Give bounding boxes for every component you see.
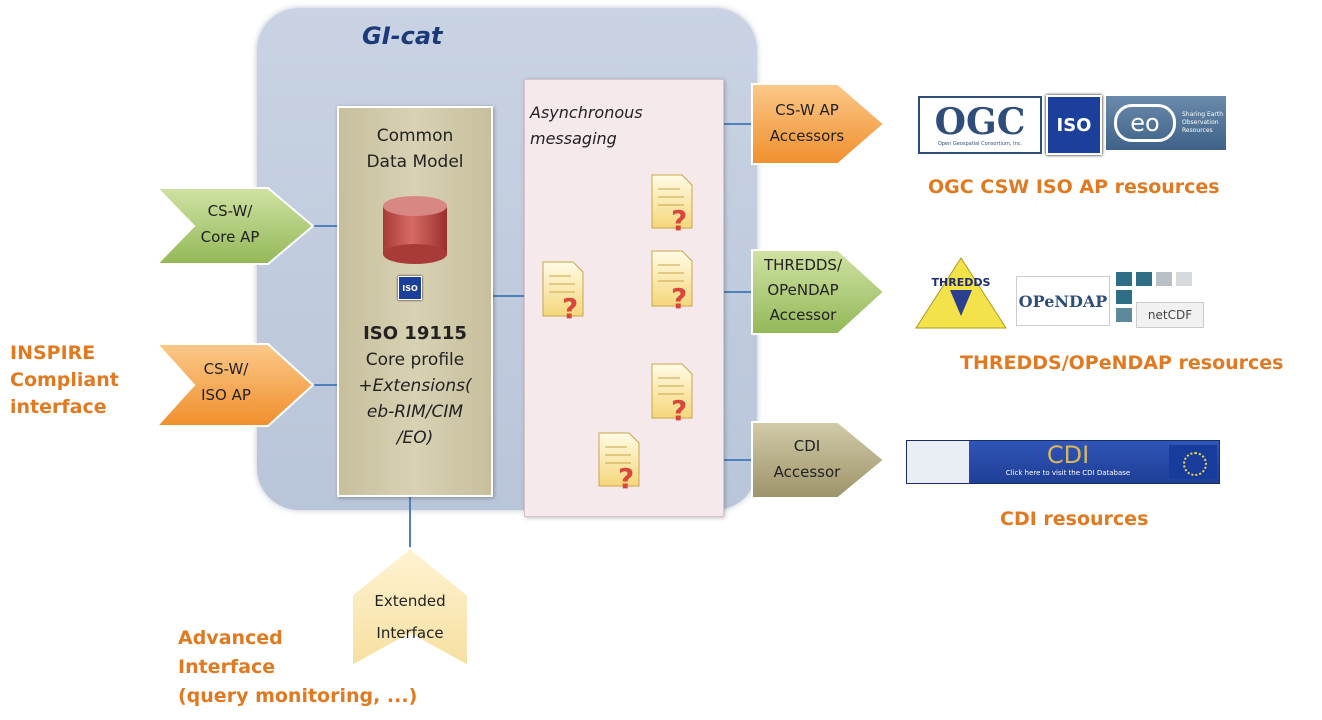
- opendap-logo: OPeNDAP: [1016, 276, 1110, 326]
- inspire-line3: interface: [10, 396, 107, 418]
- input-core-ap-line2: Core AP: [200, 228, 260, 246]
- accessor-csw-line1: CS-W AP: [775, 101, 839, 119]
- accessor-thredds-label: THREDDS/ OPeNDAP Accessor: [748, 253, 858, 328]
- cdi-banner-logo: CDI Click here to visit the CDI Database: [906, 440, 1220, 484]
- extended-interface-label: Extended Interface: [352, 588, 468, 646]
- svg-text:?: ?: [671, 394, 687, 427]
- cs-w-ap-accessors-arrow: [751, 83, 886, 165]
- ogc-resources-label: OGC CSW ISO AP resources: [928, 176, 1220, 198]
- cdi-banner-link-text: Click here to visit the CDI Database: [1005, 469, 1131, 477]
- message-doc-icon: ?: [651, 363, 693, 427]
- model-extensions-2: eb-RIM/CIM: [366, 402, 464, 422]
- model-standard: ISO 19115: [363, 323, 467, 344]
- thredds-logo: THREDDS: [914, 256, 1008, 330]
- netcdf-logo: netCDF: [1116, 272, 1204, 328]
- svg-text:?: ?: [562, 292, 578, 325]
- async-label-line2: messaging: [530, 129, 617, 148]
- input-iso-ap-line1: CS-W/: [203, 360, 249, 378]
- accessor-thredds-line1: THREDDS/: [763, 256, 843, 274]
- accessor-csw-label: CS-W AP Accessors: [752, 97, 862, 149]
- seadatanet-emblem-icon: [907, 441, 969, 483]
- inspire-line2: Compliant: [10, 369, 119, 391]
- cdi-accessor-arrow: [751, 421, 886, 499]
- svg-text:?: ?: [618, 462, 634, 495]
- cdi-banner-title: CDI: [1046, 441, 1090, 469]
- message-doc-icon: ?: [651, 250, 693, 315]
- accessor-cdi-line2: Accessor: [773, 463, 841, 481]
- advanced-interface-label: Advanced Interface (query monitoring, ..…: [178, 624, 417, 711]
- cs-w-iso-ap-arrow: [154, 343, 315, 427]
- svg-text:?: ?: [671, 204, 687, 237]
- input-core-ap-line1: CS-W/: [207, 202, 253, 220]
- extended-interface-arrow: [351, 546, 469, 668]
- gicat-title: GI-cat: [362, 22, 443, 50]
- input-iso-ap-line2: ISO AP: [201, 386, 251, 404]
- async-messaging-label: Asynchronous messaging: [530, 100, 643, 152]
- input-core-ap-label: CS-W/ Core AP: [180, 198, 280, 250]
- extended-interface-line2: Interface: [376, 624, 444, 642]
- svg-text:?: ?: [671, 282, 687, 315]
- connector-lines: [313, 123, 752, 548]
- model-title-line2: Data Model: [366, 152, 464, 172]
- database-icon: [383, 196, 447, 264]
- model-title-line1: Common: [376, 126, 454, 146]
- accessor-thredds-line3: Accessor: [769, 306, 837, 324]
- accessor-thredds-line2: OPeNDAP: [767, 281, 839, 299]
- accessor-cdi-line1: CDI: [793, 437, 821, 455]
- model-extensions-3: /EO): [396, 428, 434, 448]
- message-doc-icon: ?: [542, 261, 584, 325]
- eo-logo-sub: Sharing Earth Observation Resources: [1182, 111, 1224, 134]
- eo-logo: eo Sharing Earth Observation Resources: [1106, 96, 1226, 150]
- message-doc-icon: ?: [651, 174, 693, 237]
- advanced-line2: Interface: [178, 656, 276, 678]
- accessor-csw-line2: Accessors: [769, 127, 845, 145]
- model-extensions-1: +Extensions(: [358, 376, 472, 396]
- model-profile: Core profile: [365, 350, 465, 370]
- cs-w-core-ap-arrow: [154, 187, 315, 265]
- async-label-line1: Asynchronous: [530, 103, 643, 122]
- message-doc-icon: ?: [598, 432, 640, 495]
- cdi-resources-label: CDI resources: [1000, 508, 1149, 530]
- ogc-logo-sub: Open Geospatial Consortium, Inc.: [937, 141, 1023, 147]
- eo-logo-mark: eo: [1114, 104, 1176, 142]
- thredds-triangle-icon: [915, 257, 1007, 329]
- thredds-accessor-arrow: [751, 249, 886, 335]
- ogc-logo-text: OGC: [934, 101, 1026, 143]
- advanced-line3: (query monitoring, ...): [178, 685, 418, 707]
- extended-interface-line1: Extended: [374, 592, 446, 610]
- ogc-logo: OGC Open Geospatial Consortium, Inc.: [918, 96, 1042, 154]
- eu-flag-icon: [1169, 445, 1217, 479]
- thredds-logo-text: THREDDS: [931, 276, 991, 289]
- iso-logo: ISO: [1046, 95, 1102, 155]
- inspire-line1: INSPIRE: [10, 342, 96, 364]
- advanced-line1: Advanced: [178, 627, 283, 649]
- iso-badge-icon: ISO: [398, 276, 422, 300]
- thredds-resources-label: THREDDS/OPeNDAP resources: [960, 352, 1284, 374]
- netcdf-logo-text: netCDF: [1136, 302, 1204, 328]
- input-iso-ap-label: CS-W/ ISO AP: [176, 356, 276, 408]
- common-data-model-box: Common Data Model ISO ISO 19115 Core pro…: [337, 106, 493, 497]
- inspire-label: INSPIRE Compliant interface: [10, 340, 119, 421]
- accessor-cdi-label: CDI Accessor: [752, 433, 862, 485]
